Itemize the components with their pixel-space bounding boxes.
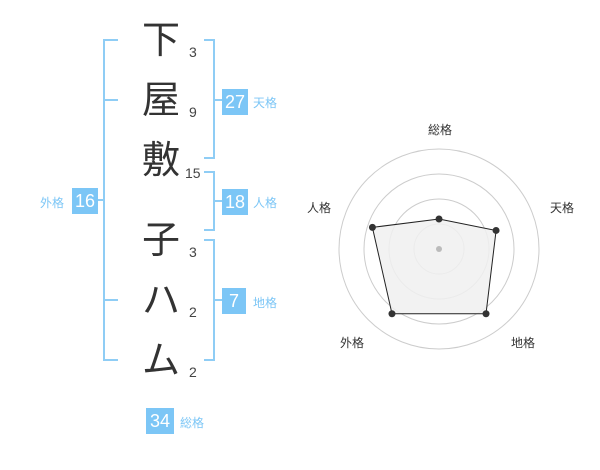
radar-point-3 bbox=[482, 310, 490, 318]
name-char-4: 子 bbox=[141, 218, 180, 262]
jinkaku-label: 人格 bbox=[253, 196, 278, 210]
name-char-6: ム bbox=[141, 338, 180, 382]
radar-axis-label-jinkaku: 人格 bbox=[307, 201, 332, 215]
tenkaku-badge: 27 bbox=[222, 89, 248, 115]
radar-point-2 bbox=[492, 226, 500, 234]
soukaku-badge: 34 bbox=[146, 408, 174, 434]
gaikaku-label: 外格 bbox=[40, 196, 65, 210]
chikaku-badge: 7 bbox=[222, 288, 246, 314]
radar-axis-label-chikaku: 地格 bbox=[511, 336, 536, 350]
tenkaku-label: 天格 bbox=[253, 96, 278, 110]
chikaku-label: 地格 bbox=[253, 296, 278, 310]
radar-grid-ring bbox=[363, 173, 515, 325]
radar-axis-label-soukaku: 総格 bbox=[428, 123, 453, 137]
stroke-count-1: 3 bbox=[189, 44, 197, 60]
stroke-count-6: 2 bbox=[189, 364, 197, 380]
radar-point-5 bbox=[368, 223, 376, 231]
stroke-count-4: 3 bbox=[189, 244, 197, 260]
radar-grid-ring bbox=[338, 148, 540, 350]
name-char-5: ハ bbox=[141, 278, 180, 322]
radar-point-4 bbox=[388, 310, 396, 318]
stroke-count-3: 15 bbox=[185, 165, 201, 181]
jinkaku-badge: 18 bbox=[222, 189, 248, 215]
soukaku-label: 総格 bbox=[180, 416, 205, 430]
name-char-2: 屋 bbox=[141, 78, 180, 122]
name-char-1: 下 bbox=[141, 18, 180, 62]
radar-center-dot bbox=[436, 246, 442, 252]
radar-axis-label-gaikaku: 外格 bbox=[340, 336, 365, 350]
gaikaku-badge: 16 bbox=[72, 188, 98, 214]
radar-axis-label-tenkaku: 天格 bbox=[550, 201, 575, 215]
stroke-count-2: 9 bbox=[189, 104, 197, 120]
stroke-count-5: 2 bbox=[189, 304, 197, 320]
radar-point-1 bbox=[435, 215, 443, 223]
name-char-3: 敷 bbox=[141, 138, 180, 182]
radar-value-polygon bbox=[371, 218, 497, 315]
